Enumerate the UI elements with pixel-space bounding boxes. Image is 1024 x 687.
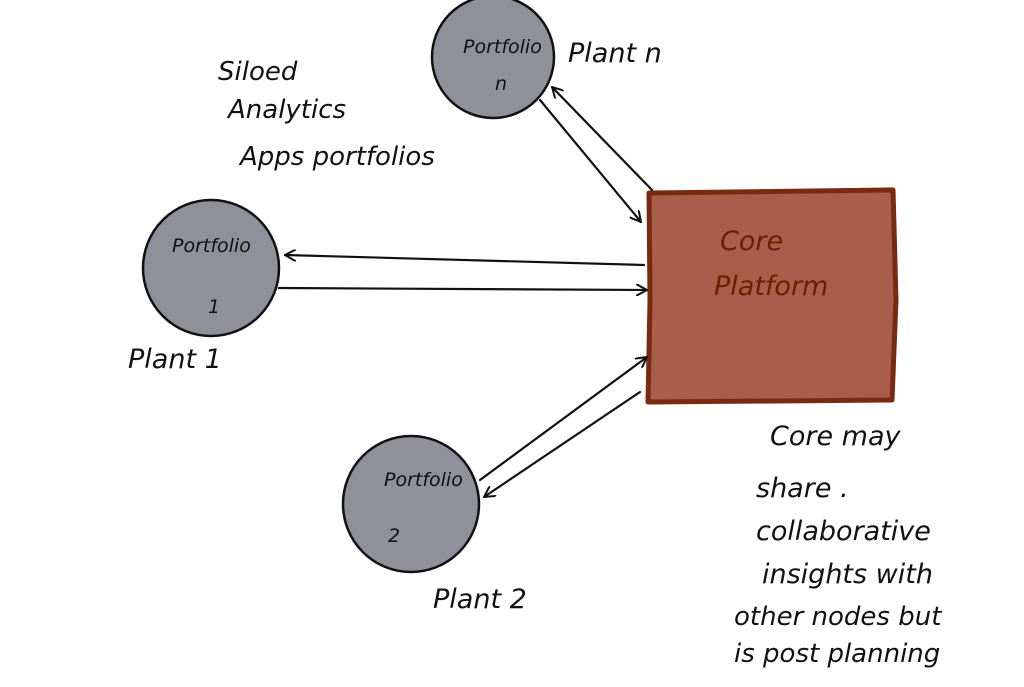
core-note-line-1: Core may	[770, 421, 902, 452]
portfolio-1-line1: Portfolio	[172, 235, 251, 257]
core-platform-node: Core Platform	[645, 187, 899, 405]
core-label-line2: Platform	[714, 271, 828, 302]
plant-2-label: Plant 2	[433, 584, 527, 615]
core-note-line-2: share .	[756, 473, 849, 504]
portfolio-1-node: Portfolio 1	[141, 198, 281, 338]
core-label-line1: Core	[720, 226, 783, 257]
core-note-line-4: insights with	[762, 559, 933, 590]
arrow-core-to-portfolio-n	[552, 87, 654, 192]
siloed-line-1: Siloed	[218, 57, 298, 87]
core-note-line-5: other nodes but	[734, 602, 942, 632]
portfolio-n-node: Portfolio n	[430, 0, 556, 120]
portfolio-2-line2: 2	[388, 525, 400, 547]
arrow-core-to-portfolio-1	[285, 255, 646, 267]
plant-n-label: Plant n	[568, 38, 662, 69]
portfolio-n-line1: Portfolio	[463, 36, 542, 58]
core-note-line-3: collaborative	[756, 516, 931, 547]
portfolio-n-line2: n	[495, 73, 507, 95]
siloed-line-3: Apps portfolios	[238, 142, 435, 172]
portfolio-1-line2: 1	[208, 296, 220, 318]
plant-1-label: Plant 1	[128, 344, 222, 375]
arrow-portfolio-n-to-core	[538, 98, 641, 222]
core-note-line-6: is post planning	[734, 639, 940, 669]
siloed-line-2: Analytics	[226, 95, 346, 125]
connections	[277, 87, 654, 497]
portfolio-2-node: Portfolio 2	[341, 434, 481, 574]
arrow-portfolio-1-to-core	[277, 288, 649, 290]
arrow-core-to-portfolio-2	[484, 390, 642, 497]
arrow-portfolio-2-to-core	[478, 357, 647, 482]
portfolio-2-line1: Portfolio	[384, 469, 463, 491]
core-note-annotation: Core may share . collaborative insights …	[734, 421, 942, 669]
siloed-annotation: Siloed Analytics Apps portfolios	[218, 57, 435, 172]
